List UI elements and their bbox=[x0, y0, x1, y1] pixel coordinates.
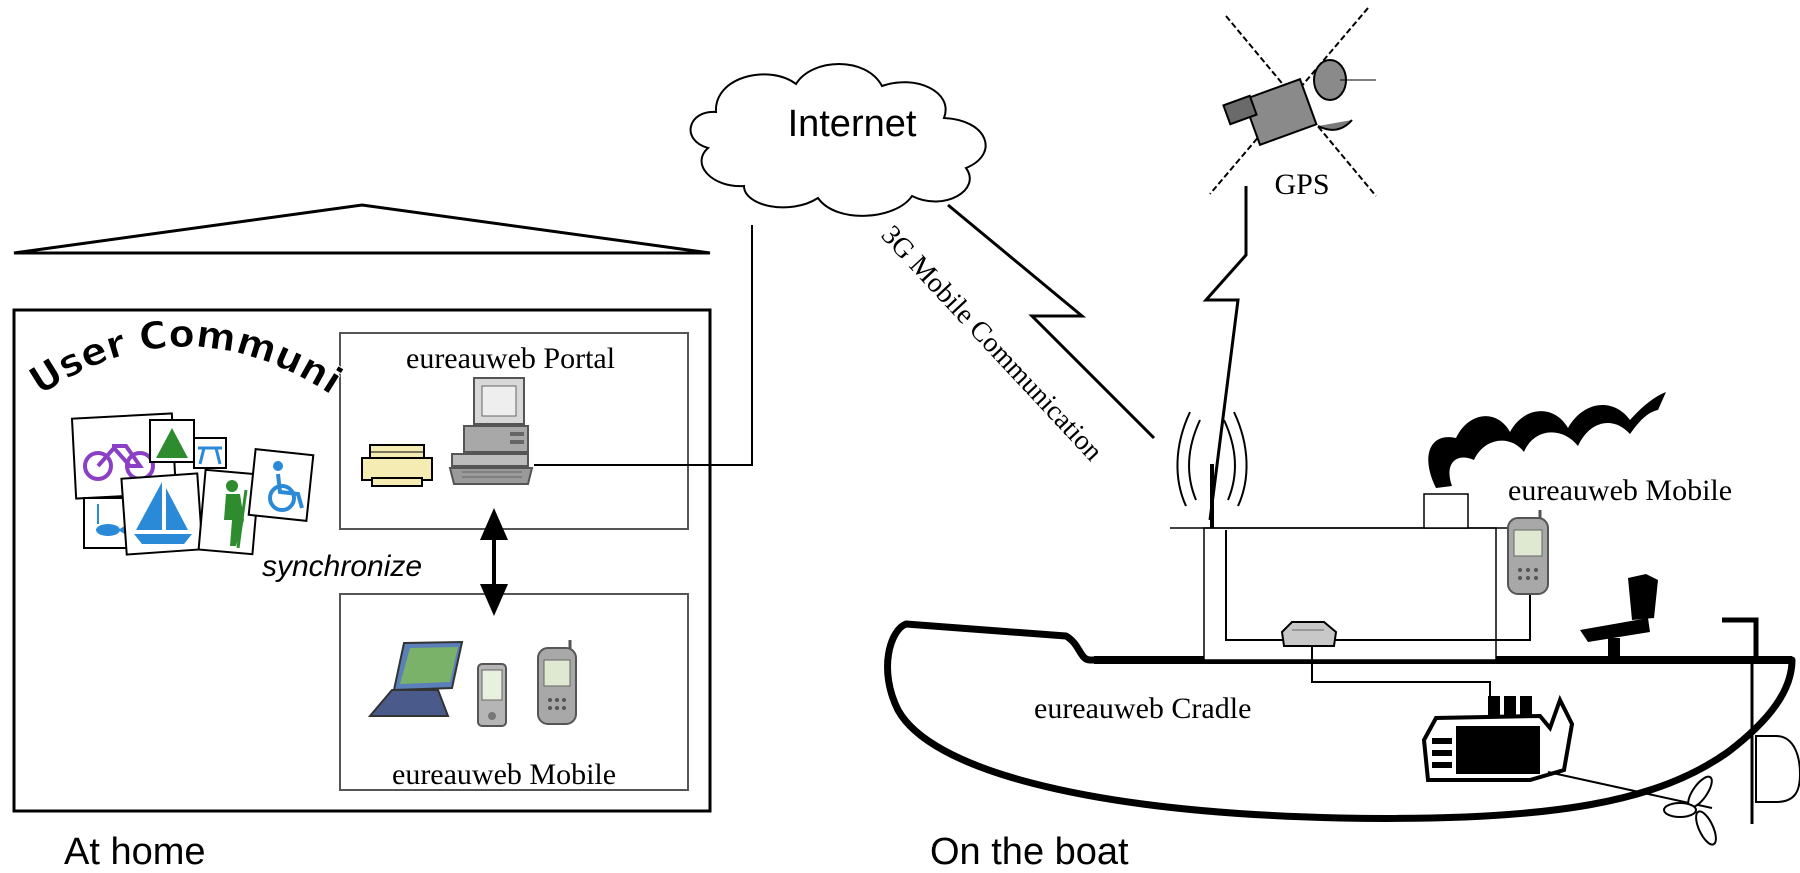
seat-icon bbox=[1580, 574, 1658, 658]
synchronize-arrow-icon bbox=[480, 508, 508, 616]
propeller-shaft bbox=[1547, 771, 1713, 809]
portal-label: eureauweb Portal bbox=[406, 342, 615, 375]
desktop-computer-icon bbox=[448, 377, 534, 485]
boat-mobile-label: eureauweb Mobile bbox=[1508, 474, 1732, 507]
gps-lightning-bolt bbox=[1202, 186, 1248, 521]
community-clipart bbox=[70, 412, 315, 556]
cradle-engine-wire bbox=[1311, 640, 1491, 700]
at-home-label: At home bbox=[64, 831, 206, 873]
engine-icon bbox=[1421, 694, 1575, 782]
pda-icon bbox=[477, 663, 507, 727]
rudder-icon bbox=[1755, 735, 1800, 803]
propeller-icon bbox=[1663, 775, 1717, 846]
portal-internet-line bbox=[534, 225, 753, 466]
cradle-label: eureauweb Cradle bbox=[1034, 692, 1251, 725]
home-mobile-label: eureauweb Mobile bbox=[392, 758, 616, 791]
printer-icon bbox=[361, 444, 433, 487]
internet-cloud bbox=[689, 63, 987, 217]
synchronize-label: synchronize bbox=[262, 550, 422, 583]
cabin-wiring bbox=[1225, 530, 1531, 641]
cradle-icon bbox=[1280, 621, 1338, 647]
3g-lightning-bolt bbox=[947, 203, 1156, 440]
on-the-boat-label: On the boat bbox=[930, 831, 1129, 873]
3g-link-label: 3G Mobile Communication bbox=[875, 220, 1109, 468]
boat-chimney bbox=[1423, 493, 1469, 529]
tablet-laptop-icon bbox=[367, 640, 464, 717]
internet-label: Internet bbox=[788, 103, 917, 145]
gps-label: GPS bbox=[1274, 168, 1329, 201]
smartphone-icon bbox=[537, 640, 577, 725]
house-roof bbox=[13, 203, 711, 255]
boat-railing bbox=[1722, 617, 1759, 660]
antenna-wave-icon bbox=[1176, 411, 1248, 507]
gps-satellite-icon bbox=[1209, 7, 1377, 197]
smoke-icon bbox=[1428, 392, 1666, 488]
boat bbox=[884, 392, 1800, 846]
boat-smartphone-icon bbox=[1507, 510, 1549, 595]
fish-tile-icon bbox=[83, 497, 131, 549]
